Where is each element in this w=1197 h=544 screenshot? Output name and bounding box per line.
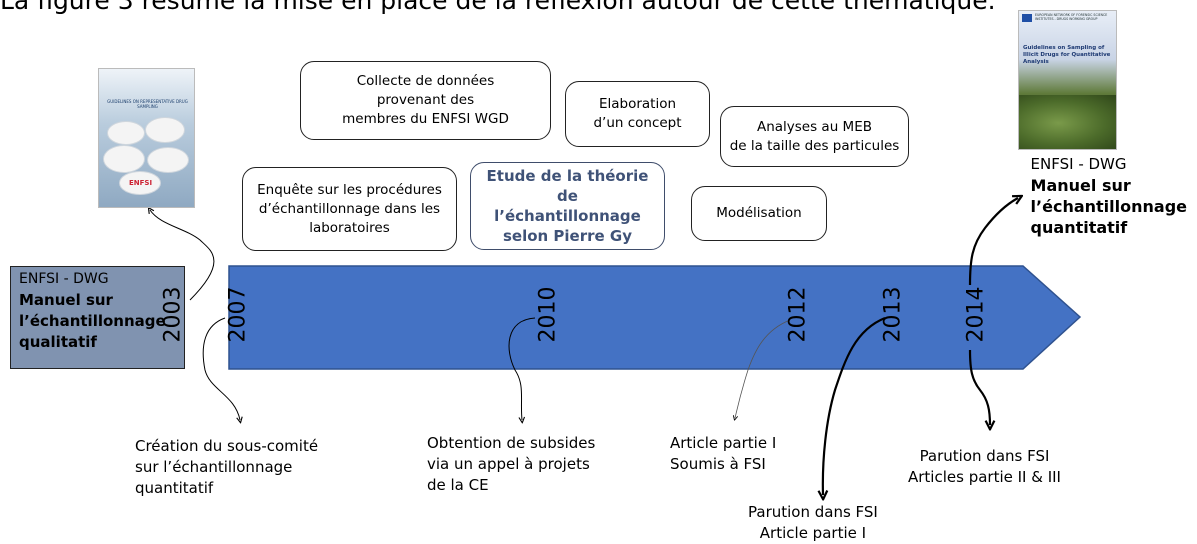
connector-2014-down xyxy=(968,349,990,425)
label-line: via un appel à projets xyxy=(427,455,590,473)
label-line: Création du sous-comité xyxy=(135,437,319,455)
book-right-title: Guidelines on Sampling of Illicit Drugs … xyxy=(1023,45,1111,65)
box-line: Etude de la théorie de xyxy=(486,167,649,205)
data-collection-box: Collecte de données provenant des membre… xyxy=(300,61,551,140)
eu-flag-icon xyxy=(1022,14,1032,22)
sem-analysis-box: Analyses au MEB de la taille des particu… xyxy=(720,106,909,167)
connector-2007 xyxy=(202,317,240,420)
left-box-line4: qualitatif xyxy=(19,333,97,351)
year-2007: 2007 xyxy=(225,286,251,343)
quantitative-manual-info: ENFSI - DWG Manuel sur l’échantillonnage… xyxy=(1031,154,1187,238)
tablet-graphic xyxy=(103,145,145,173)
label-line: Article partie I xyxy=(670,434,777,452)
right-info-line4: quantitatif xyxy=(1030,218,1128,237)
box-line: l’échantillonnage xyxy=(494,207,641,225)
modelling-box: Modélisation xyxy=(691,186,827,241)
tablet-graphic xyxy=(107,121,145,145)
label-line: Articles partie II & III xyxy=(908,468,1061,486)
drug-sample-photo xyxy=(1019,95,1116,149)
label-article-submitted: Article partie I Soumis à FSI xyxy=(670,433,776,475)
quantitative-guideline-cover: EUROPEAN NETWORK OF FORENSIC SCIENCE INS… xyxy=(1018,10,1117,150)
label-line: quantitatif xyxy=(135,479,214,497)
label-line: de la CE xyxy=(427,476,489,494)
label-line: Article partie I xyxy=(759,524,867,542)
box-line: Modélisation xyxy=(716,205,802,221)
year-2014: 2014 xyxy=(963,286,989,343)
box-line: Analyses au MEB xyxy=(756,118,872,135)
label-line: Parution dans FSI xyxy=(748,503,878,521)
right-info-line2: Manuel sur xyxy=(1030,176,1131,195)
timeline-arrow xyxy=(228,265,1082,370)
box-line: d’un concept xyxy=(593,115,682,131)
box-line: provenant des xyxy=(376,92,475,108)
year-2003: 2003 xyxy=(160,286,186,343)
year-2013: 2013 xyxy=(880,286,906,343)
year-2012: 2012 xyxy=(785,286,811,343)
book-left-title: GUIDELINES ON REPRESENTATIVE DRUG SAMPLI… xyxy=(107,99,188,109)
connector-2010 xyxy=(508,317,536,420)
qualitative-manual-box: ENFSI - DWG Manuel sur l’échantillonnage… xyxy=(10,266,185,369)
label-line: sur l’échantillonnage xyxy=(135,458,293,476)
qualitative-guideline-cover: GUIDELINES ON REPRESENTATIVE DRUG SAMPLI… xyxy=(98,68,195,208)
tablet-graphic xyxy=(145,117,185,143)
connector-2012 xyxy=(735,319,791,418)
label-publication-part2-3: Parution dans FSI Articles partie II & I… xyxy=(908,446,1061,488)
book-right-org: EUROPEAN NETWORK OF FORENSIC SCIENCE INS… xyxy=(1035,13,1108,21)
right-info-line1: ENFSI - DWG xyxy=(1030,155,1127,173)
enfsi-logo: ENFSI xyxy=(129,179,153,187)
left-box-line3: l’échantillonnage xyxy=(19,312,166,330)
box-line: d’échantillonnage dans les xyxy=(258,200,441,217)
survey-box: Enquête sur les procédures d’échantillon… xyxy=(242,167,457,251)
box-line: selon Pierre Gy xyxy=(502,227,633,245)
box-line: de la taille des particules xyxy=(729,137,900,154)
box-line: Enquête sur les procédures xyxy=(257,181,442,198)
gy-theory-box: Etude de la théorie de l’échantillonnage… xyxy=(470,162,665,250)
tablet-graphic xyxy=(147,147,189,173)
box-line: laboratoires xyxy=(309,219,390,236)
left-box-line2: Manuel sur xyxy=(19,291,113,309)
box-line: membres du ENFSI WGD xyxy=(342,111,509,127)
label-line: Obtention de subsides xyxy=(427,434,596,452)
label-publication-part1: Parution dans FSI Article partie I xyxy=(748,502,878,544)
connector-2003-book xyxy=(150,210,215,301)
tablet-graphic xyxy=(119,171,161,195)
box-line: Collecte de données xyxy=(356,73,495,89)
label-creation: Création du sous-comité sur l’échantillo… xyxy=(135,436,318,499)
year-2010: 2010 xyxy=(535,286,561,343)
box-line: Elaboration xyxy=(598,96,677,112)
concept-box: Elaboration d’un concept xyxy=(565,81,710,147)
label-line: Soumis à FSI xyxy=(670,455,766,473)
intro-text: La figure 3 résume la mise en place de l… xyxy=(0,0,996,15)
label-obtention: Obtention de subsides via un appel à pro… xyxy=(427,433,595,496)
right-info-line3: l’échantillonnage xyxy=(1030,197,1187,216)
connector-2014-up xyxy=(968,198,1018,286)
connector-2013 xyxy=(823,316,886,495)
left-box-line1: ENFSI - DWG xyxy=(19,271,109,287)
label-line: Parution dans FSI xyxy=(919,447,1050,465)
